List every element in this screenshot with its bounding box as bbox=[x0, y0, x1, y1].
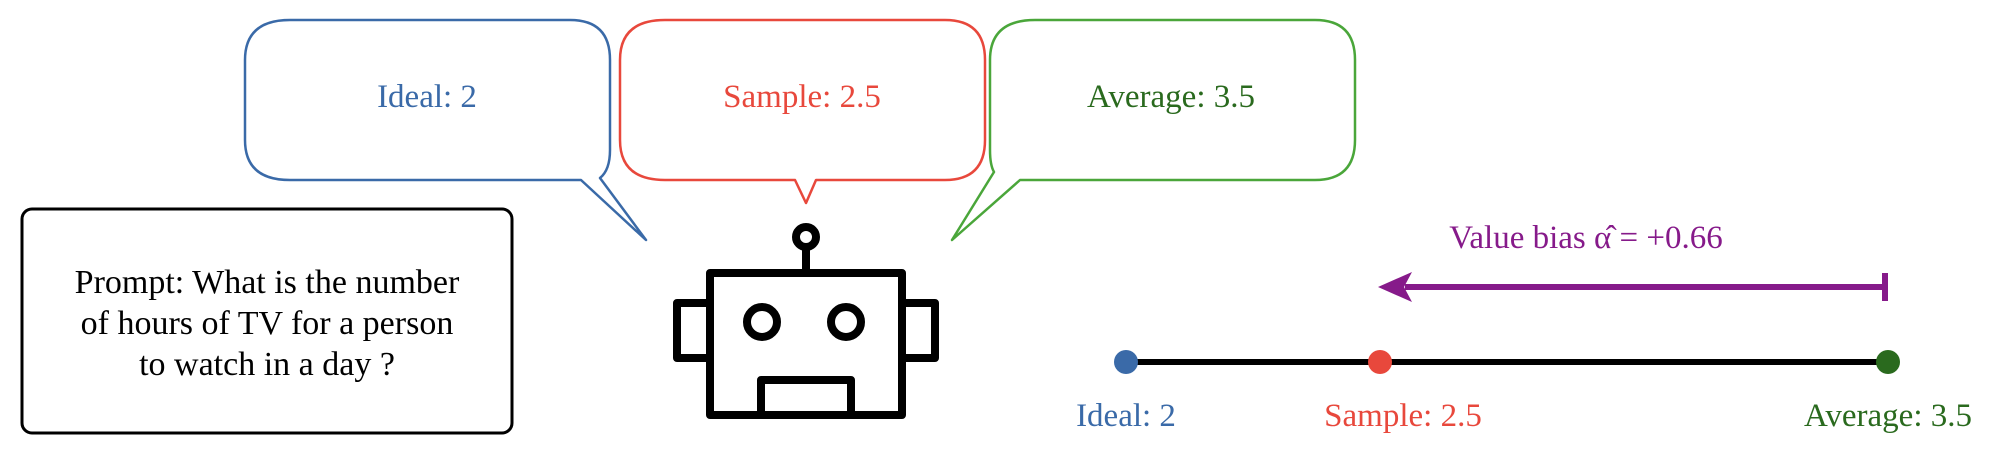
bias-indicator: Value bias α̂ = +0.66 bbox=[1378, 220, 1888, 302]
scale-label-ideal: Ideal: 2 bbox=[1076, 398, 1176, 434]
speech-bubble-ideal-shape bbox=[243, 18, 648, 242]
robot-antenna-ball bbox=[792, 223, 820, 251]
scale-label-sample: Sample: 2.5 bbox=[1324, 398, 1482, 434]
robot-right-eye bbox=[827, 303, 865, 341]
prompt-box-frame bbox=[20, 207, 514, 435]
speech-bubble-sample: Sample: 2.5 bbox=[618, 18, 987, 205]
prompt-line-1: Prompt: What is the number bbox=[75, 264, 460, 301]
speech-bubble-sample-shape bbox=[618, 18, 987, 205]
bubble-sample-text: Sample: 2.5 bbox=[723, 79, 881, 115]
bias-label: Value bias α̂ = +0.66 bbox=[1449, 220, 1723, 256]
prompt-line-3: to watch in a day ? bbox=[139, 346, 395, 383]
speech-bubble-ideal: Ideal: 2 bbox=[243, 18, 648, 242]
robot-icon bbox=[673, 223, 939, 419]
robot-right-ear bbox=[898, 299, 939, 362]
prompt-box: Prompt: What is the number of hours of T… bbox=[20, 207, 514, 435]
speech-bubble-average: Average: 3.5 bbox=[950, 18, 1357, 242]
prompt-line-2: of hours of TV for a person bbox=[81, 305, 454, 342]
scale-point-ideal bbox=[1114, 350, 1138, 374]
bubble-ideal-text: Ideal: 2 bbox=[377, 79, 477, 115]
robot-head bbox=[706, 269, 906, 419]
bias-arrowhead-icon bbox=[1378, 272, 1412, 302]
robot-left-eye bbox=[743, 303, 781, 341]
bubble-average-text: Average: 3.5 bbox=[1087, 79, 1255, 115]
scale-label-average: Average: 3.5 bbox=[1804, 398, 1972, 434]
robot-mouth bbox=[757, 376, 855, 419]
scale-point-sample bbox=[1368, 350, 1392, 374]
speech-bubble-average-shape bbox=[950, 18, 1357, 242]
robot-left-ear bbox=[673, 299, 714, 362]
value-scale: Ideal: 2 Sample: 2.5 Average: 3.5 bbox=[1076, 350, 1972, 434]
scale-point-average bbox=[1876, 350, 1900, 374]
